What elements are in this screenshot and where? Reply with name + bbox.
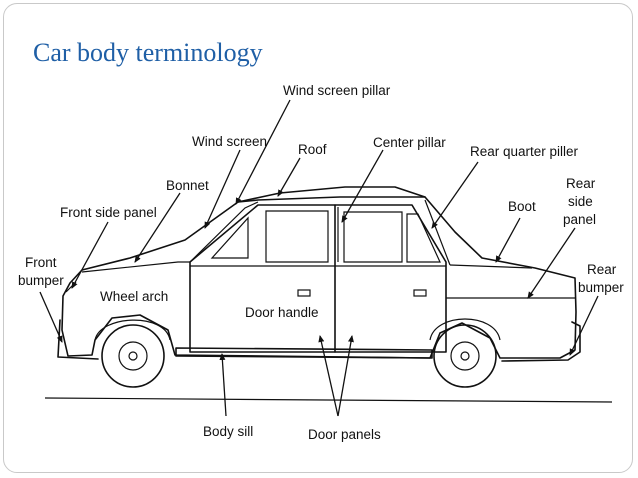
label-front-side-panel: Front side panel (60, 205, 157, 220)
label-bonnet: Bonnet (166, 178, 209, 193)
rear-door-window (343, 211, 403, 263)
boot-line (449, 264, 533, 269)
rear-bumper-shape (501, 321, 581, 362)
leader-rear-bumper (569, 295, 599, 356)
label-rear-bumper-line1: Rear (587, 262, 617, 277)
label-wind-screen-pillar: Wind screen pillar (283, 83, 391, 98)
label-front-bumper-line2: bumper (18, 273, 64, 288)
rear-wheel (433, 324, 497, 388)
label-wind-screen: Wind screen (192, 134, 267, 149)
label-rear-side-panel-line1: Rear (566, 176, 596, 191)
leader-roof (277, 157, 301, 197)
slide-frame (3, 3, 633, 473)
leader-door-panels-front (318, 335, 339, 417)
front-wheel (101, 324, 165, 388)
label-door-handle: Door handle (245, 305, 319, 320)
ground-line (44, 397, 613, 403)
front-door (189, 204, 336, 353)
leader-rear-side-panel (527, 227, 576, 299)
leader-bonnet (134, 192, 181, 263)
front-bumper-shape (57, 319, 99, 360)
leader-body-sill (219, 353, 227, 417)
leader-door-panels-rear (337, 335, 354, 417)
windscreen-line (189, 201, 259, 263)
rear-quarter-window (406, 213, 441, 263)
leader-wind-screen (204, 149, 241, 229)
label-body-sill: Body sill (203, 424, 253, 439)
label-boot: Boot (508, 199, 536, 214)
slide-title: Car body terminology (33, 38, 263, 67)
leader-front-bumper (39, 291, 63, 343)
label-roof: Roof (298, 142, 327, 157)
label-rear-side-panel-line3: panel (563, 212, 596, 227)
front-quarter-window (210, 216, 249, 259)
leader-center-pillar (341, 149, 384, 223)
label-rear-bumper-line2: bumper (578, 280, 624, 295)
front-wheel-arch (94, 319, 171, 341)
leader-wind-screen-pillar (235, 99, 291, 205)
front-door-handle (297, 289, 311, 297)
label-door-panels: Door panels (308, 427, 381, 442)
rear-door (334, 204, 447, 353)
label-rear-quarter-piller: Rear quarter piller (470, 144, 579, 159)
roof-line (237, 196, 426, 203)
rear-window-line (424, 199, 451, 266)
body-sill-shape (175, 347, 433, 359)
label-wheel-arch: Wheel arch (100, 289, 168, 304)
front-door-window (265, 210, 329, 263)
leader-front-side-panel (71, 221, 109, 289)
leader-boot (495, 217, 521, 263)
leader-rear-quarter-piller (431, 161, 479, 229)
rear-door-handle (413, 289, 427, 297)
label-rear-side-panel-line2: side (568, 194, 593, 209)
label-front-bumper-line1: Front (25, 255, 57, 270)
rear-wheel-arch (429, 318, 501, 341)
bonnet-line (81, 261, 190, 273)
label-center-pillar: Center pillar (373, 135, 446, 150)
